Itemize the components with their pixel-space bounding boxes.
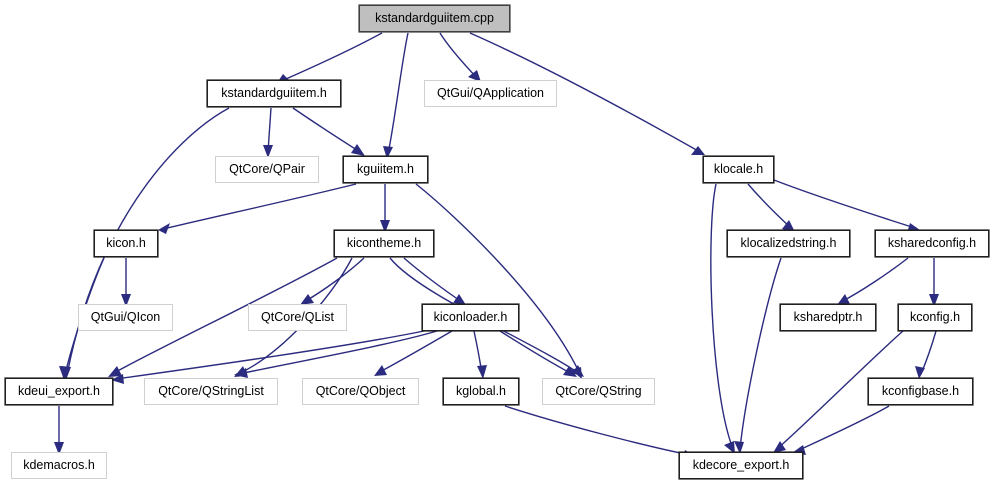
edge-arrowhead	[691, 146, 705, 155]
edge-arrowhead	[724, 441, 735, 454]
edge-arrowhead	[380, 220, 390, 233]
graph-node-kstandardguiitem-h[interactable]: kstandardguiitem.h	[207, 80, 341, 107]
graph-node-kicontheme-h[interactable]: kicontheme.h	[334, 230, 434, 257]
graph-node-klocale-h[interactable]: klocale.h	[703, 156, 774, 183]
edge-line	[377, 330, 453, 374]
edge-line	[403, 257, 463, 303]
edge-line	[710, 183, 734, 450]
edge-arrowhead	[782, 220, 795, 232]
edge-arrowhead	[374, 365, 387, 376]
edge-arrowhead	[477, 365, 487, 379]
edge-line	[238, 330, 438, 375]
edge-arrowhead	[572, 365, 584, 377]
edge-arrowhead	[351, 144, 365, 156]
edge-arrowhead	[300, 294, 314, 305]
graph-node-kdecore-export-h[interactable]: kdecore_export.h	[679, 452, 803, 479]
edge-line	[115, 330, 425, 380]
edge-line	[439, 32, 478, 79]
edge-arrowhead	[929, 294, 939, 307]
graph-node-qtcore-qobject[interactable]: QtCore/QObject	[302, 378, 419, 405]
graph-node-kdeui-export-h[interactable]: kdeui_export.h	[5, 378, 113, 405]
edge-line	[303, 257, 365, 303]
graph-node-kdemacros-h[interactable]: kdemacros.h	[11, 452, 107, 479]
edge-line	[111, 257, 338, 375]
edge-arrowhead	[563, 366, 577, 377]
edge-arrowhead	[59, 366, 69, 380]
edge-line	[162, 183, 357, 230]
edge-arrowhead	[468, 70, 481, 82]
graph-node-ksharedconfig-h[interactable]: ksharedconfig.h	[875, 230, 989, 257]
edge-arrowhead	[121, 294, 131, 307]
graph-node-ksharedptr-h[interactable]: ksharedptr.h	[780, 304, 876, 331]
graph-node-qtcore-qlist[interactable]: QtCore/QList	[248, 304, 347, 331]
edge-line	[387, 32, 409, 155]
edge-line	[499, 330, 573, 375]
edge-arrowhead	[383, 146, 393, 159]
graph-node-kglobal-h[interactable]: kglobal.h	[443, 378, 519, 405]
graph-node-qtcore-qstring[interactable]: QtCore/QString	[542, 378, 655, 405]
graph-node-kconfigbase-h[interactable]: kconfigbase.h	[868, 378, 973, 405]
graph-node-kicon-h[interactable]: kicon.h	[94, 230, 158, 257]
edge-line	[285, 32, 383, 80]
edge-line	[776, 330, 904, 450]
graph-node-qtgui-qapplication[interactable]: QtGui/QApplication	[424, 80, 557, 107]
edge-line	[747, 183, 792, 229]
edge-arrowhead	[453, 294, 466, 305]
graph-node-qtcore-qstringlist[interactable]: QtCore/QStringList	[144, 378, 278, 405]
edge-arrowhead	[773, 441, 786, 453]
edge-line	[292, 107, 361, 153]
edge-arrowhead	[837, 294, 850, 305]
edge-line	[739, 257, 782, 450]
edge-line	[773, 179, 916, 229]
edge-line	[504, 405, 691, 456]
graph-node-kguiitem-h[interactable]: kguiitem.h	[343, 156, 428, 183]
edge-arrowhead	[111, 374, 124, 384]
edge-arrowhead	[263, 145, 273, 158]
graph-node-qtcore-qpair[interactable]: QtCore/QPair	[215, 156, 319, 183]
graph-node-klocalizedstring-h[interactable]: klocalizedstring.h	[727, 230, 850, 257]
graph-node-kstandardguiitem-cpp[interactable]: kstandardguiitem.cpp	[359, 5, 510, 32]
edge-arrowhead	[54, 442, 64, 455]
graph-node-kconfig-h[interactable]: kconfig.h	[898, 304, 972, 331]
edge-line	[840, 257, 909, 303]
edge-line	[415, 183, 581, 375]
edge-arrowhead	[234, 368, 248, 378]
edge-arrowhead	[915, 366, 925, 379]
edge-arrowhead	[158, 223, 170, 234]
graph-node-qtgui-qicon[interactable]: QtGui/QIcon	[78, 304, 173, 331]
edge-line	[796, 405, 890, 452]
edge-line	[920, 330, 937, 375]
edge-line	[469, 32, 701, 153]
graph-node-kiconloader-h[interactable]: kiconloader.h	[422, 304, 519, 331]
edge-arrowhead	[734, 441, 744, 454]
edge-arrowhead	[108, 366, 122, 377]
